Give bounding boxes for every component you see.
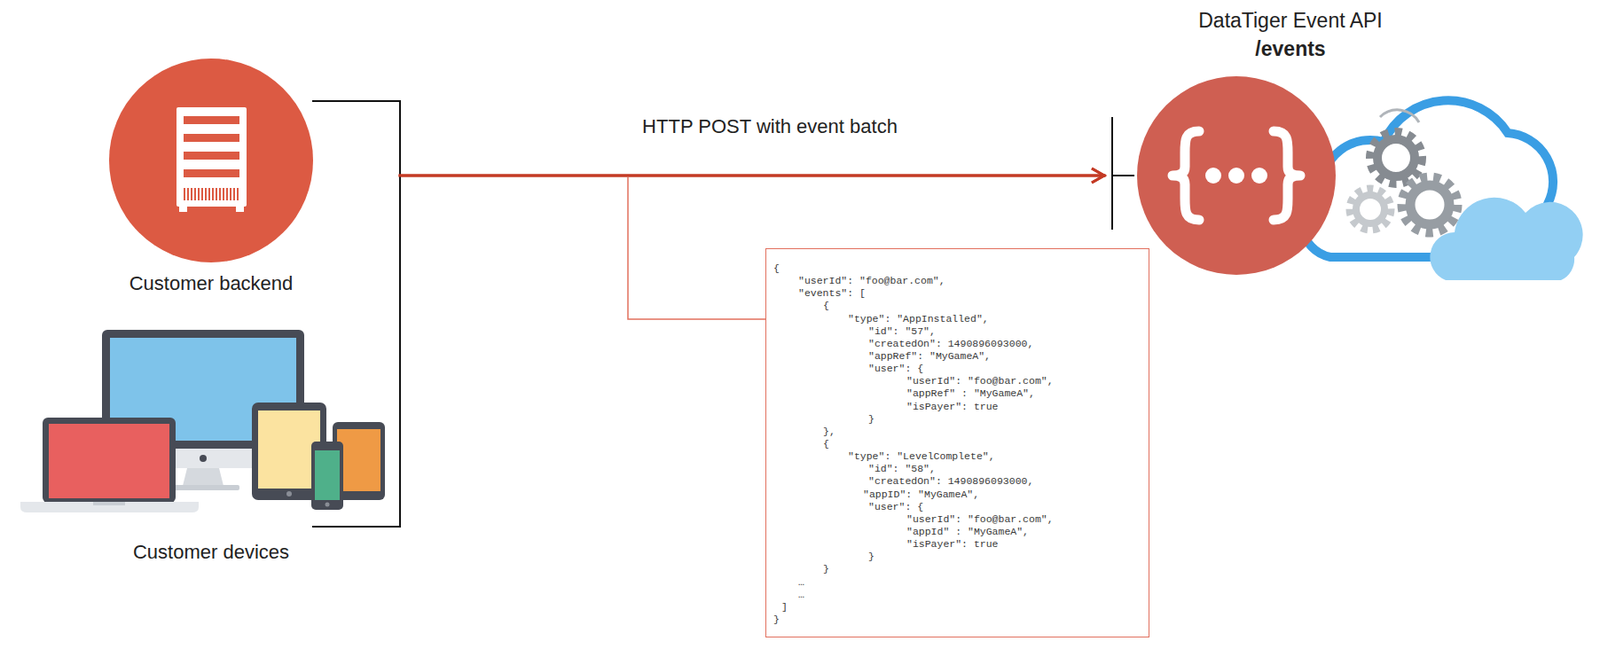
devices-illustration <box>182 468 224 487</box>
server-icon <box>183 133 240 142</box>
code-line: "userId": "foo@bar.com", <box>798 274 946 288</box>
code-line: { <box>773 262 780 275</box>
code-line: { <box>823 299 830 313</box>
code-line: "user": { <box>868 501 924 514</box>
code-line: "appId" : "MyGameA", <box>906 525 1029 539</box>
devices-illustration <box>166 485 240 491</box>
api-icon <box>1228 167 1245 184</box>
code-line: "isPayer": true <box>906 538 999 551</box>
code-line: "isPayer": true <box>906 400 999 414</box>
code-line: } <box>773 613 780 627</box>
api-node: DataTiger Event API/events <box>1137 0 1444 277</box>
devices-illustration <box>337 429 381 492</box>
devices-illustration <box>314 450 340 501</box>
bracket-line <box>313 100 400 102</box>
bracket-line <box>399 175 401 527</box>
devices-illustration <box>286 491 292 497</box>
arrowhead <box>1091 168 1105 183</box>
devices-illustration <box>311 441 344 510</box>
code-line: … <box>798 588 805 602</box>
api-icon <box>1273 131 1301 220</box>
devices-node: Customer devices <box>20 329 402 570</box>
api-icon <box>1205 167 1222 184</box>
gear-icon <box>1356 195 1385 224</box>
bracket-line <box>313 525 400 528</box>
edge-label: HTTP POST with event batch <box>638 115 902 139</box>
server-icon <box>109 58 314 263</box>
gear-icon <box>1349 109 1458 233</box>
server-icon <box>176 107 247 207</box>
code-line: "type": "LevelComplete", <box>847 450 996 463</box>
server-icon <box>109 58 314 263</box>
node-label: Customer backend <box>129 271 294 297</box>
code-line: }, <box>823 425 836 439</box>
devices-illustration <box>258 410 321 489</box>
code-line: "events": [ <box>798 287 866 300</box>
gear-icon <box>1380 109 1420 123</box>
devices-illustration <box>42 417 176 503</box>
api-icon <box>1251 167 1268 184</box>
api-icon <box>1172 131 1200 220</box>
server-icon <box>183 151 240 160</box>
code-line: "appRef" : "MyGameA", <box>906 387 1036 400</box>
api-icon <box>1137 76 1336 275</box>
code-line: "user": { <box>868 362 924 376</box>
gear-icon <box>1410 185 1450 225</box>
code-line: ] <box>781 601 788 614</box>
endpoint-bar <box>1112 117 1135 230</box>
endpoint-bar <box>1112 174 1135 177</box>
devices-illustration <box>93 501 126 506</box>
code-line: "appID": "MyGameA", <box>862 488 980 502</box>
gear-icon <box>1402 177 1458 233</box>
code-line: "userId": "foo@bar.com", <box>906 375 1054 388</box>
connector <box>313 101 1105 183</box>
code-line: { <box>823 438 830 451</box>
code-line: } <box>823 563 830 576</box>
devices-illustration <box>199 454 207 463</box>
code-line: "type": "AppInstalled", <box>847 313 989 326</box>
arrow-line <box>400 174 1105 178</box>
gear-icon <box>1377 139 1415 177</box>
code-line: "createdOn": 1490896093000, <box>868 475 1034 488</box>
server-icon <box>183 169 240 178</box>
server-icon <box>235 206 244 212</box>
devices-illustration <box>20 329 385 513</box>
api-title: DataTiger Event API <box>1198 7 1383 34</box>
code-line: "appRef": "MyGameA", <box>868 350 991 363</box>
devices-illustration <box>48 423 170 499</box>
bracket-line <box>399 101 401 176</box>
gear-icon <box>1370 132 1422 184</box>
cloud-icon <box>1301 100 1584 281</box>
api-icon <box>1137 76 1336 275</box>
code-line: "createdOn": 1490896093000, <box>868 337 1034 351</box>
devices-illustration <box>20 501 199 513</box>
code-line: "id": "57", <box>868 325 936 338</box>
code-line: "userId": "foo@bar.com", <box>906 513 1054 526</box>
node-label: Customer devices <box>133 540 290 565</box>
devices-illustration <box>325 502 330 508</box>
code-line: } <box>868 413 875 426</box>
server-icon <box>179 206 188 212</box>
server-icon <box>183 116 240 125</box>
server-icon <box>183 188 240 201</box>
arrow-line <box>400 174 1105 178</box>
code-line: … <box>798 576 805 589</box>
code-line: "id": "58", <box>868 462 936 476</box>
code-line: } <box>868 550 875 564</box>
api-title: /events <box>1254 36 1326 63</box>
gear-icon <box>1349 188 1391 230</box>
leader-line <box>627 177 766 320</box>
server-node: Customer backend <box>109 58 314 307</box>
endpoint-bar <box>1111 117 1114 230</box>
payload-box: {"userId": "foo@bar.com","events": [{"ty… <box>765 248 1150 638</box>
